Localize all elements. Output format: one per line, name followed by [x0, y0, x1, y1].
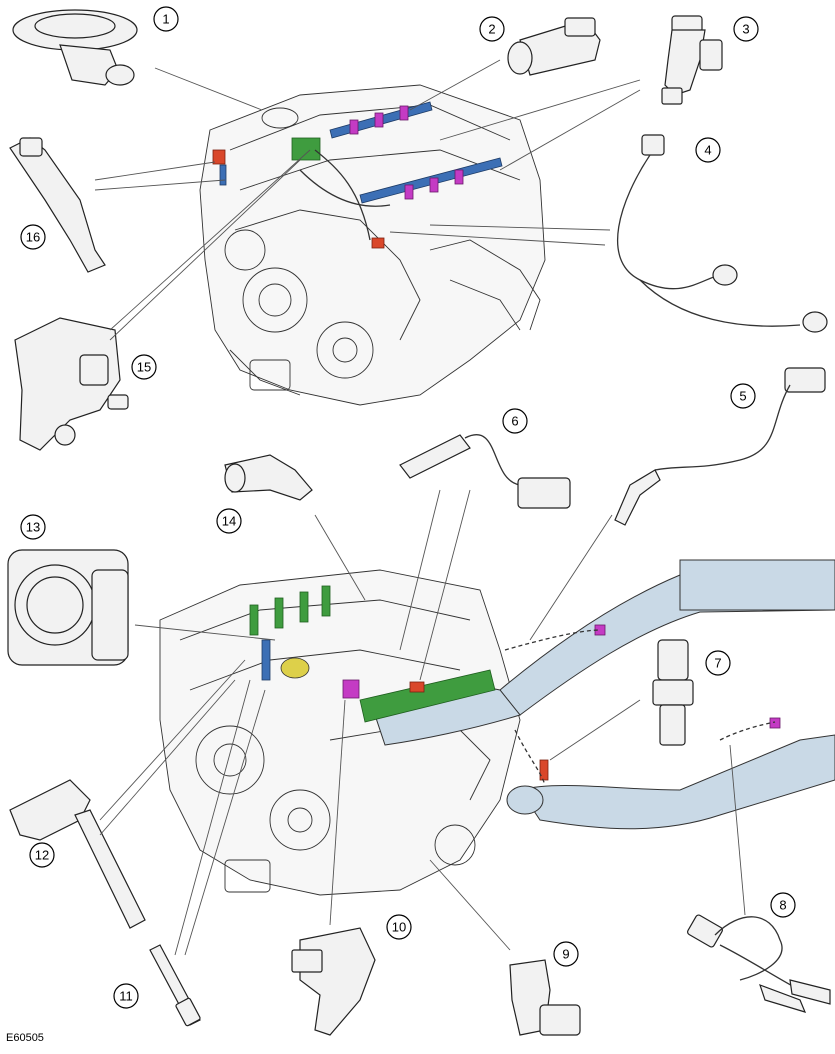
svg-text:8: 8 [779, 898, 786, 913]
svg-text:11: 11 [119, 989, 133, 1004]
callout-15: 15 [131, 354, 157, 380]
callout-4: 4 [695, 137, 721, 163]
part-9-crankshaft-sensor [509, 959, 581, 1036]
upper-engine-illustration [199, 84, 546, 406]
callout-14: 14 [216, 508, 242, 534]
part-14-camshaft-sensor [224, 454, 313, 501]
svg-text:15: 15 [137, 360, 151, 375]
part-4-knock-sensors [616, 134, 828, 333]
callout-3: 3 [733, 16, 759, 42]
svg-text:9: 9 [562, 947, 569, 962]
callout-2: 2 [479, 16, 505, 42]
part-15-valve-assembly [14, 317, 129, 451]
callout-13: 13 [20, 514, 46, 540]
callout-9: 9 [553, 941, 579, 967]
part-2-pressure-sensor [507, 17, 601, 76]
svg-text:12: 12 [35, 848, 49, 863]
part-11-spark-plug [149, 944, 201, 1027]
part-3-fuel-injector [661, 15, 723, 105]
svg-text:10: 10 [392, 920, 406, 935]
part-6-oxygen-sensor [399, 434, 571, 509]
lower-engine-illustration [159, 559, 835, 896]
part-1-valve-housing [12, 9, 138, 86]
callout-7: 7 [705, 650, 731, 676]
svg-text:5: 5 [739, 389, 746, 404]
part-12-ignition-coil [9, 779, 146, 929]
callout-12: 12 [29, 842, 55, 868]
part-10-maf-sensor [291, 927, 376, 1036]
part-8-oxygen-sensors [687, 914, 831, 1013]
part-13-throttle-body [7, 549, 129, 666]
svg-text:16: 16 [26, 230, 40, 245]
callout-1: 1 [153, 6, 179, 32]
figure-id: E60505 [6, 1032, 44, 1044]
svg-text:6: 6 [511, 414, 518, 429]
svg-text:7: 7 [714, 656, 721, 671]
callout-5: 5 [730, 383, 756, 409]
svg-text:1: 1 [162, 12, 169, 27]
callout-11: 11 [113, 983, 139, 1009]
svg-text:4: 4 [704, 143, 711, 158]
callout-10: 10 [386, 914, 412, 940]
svg-text:3: 3 [742, 22, 749, 37]
svg-text:14: 14 [222, 514, 236, 529]
leader-lines [94, 59, 746, 956]
part-16-vvt-solenoid [9, 137, 106, 273]
svg-text:2: 2 [488, 22, 495, 37]
part-7-oxygen-sensor-probe [652, 639, 694, 746]
svg-text:13: 13 [26, 520, 40, 535]
callout-8: 8 [770, 892, 796, 918]
callout-16: 16 [20, 224, 46, 250]
callout-6: 6 [502, 408, 528, 434]
part-5-oxygen-sensor [614, 367, 826, 526]
